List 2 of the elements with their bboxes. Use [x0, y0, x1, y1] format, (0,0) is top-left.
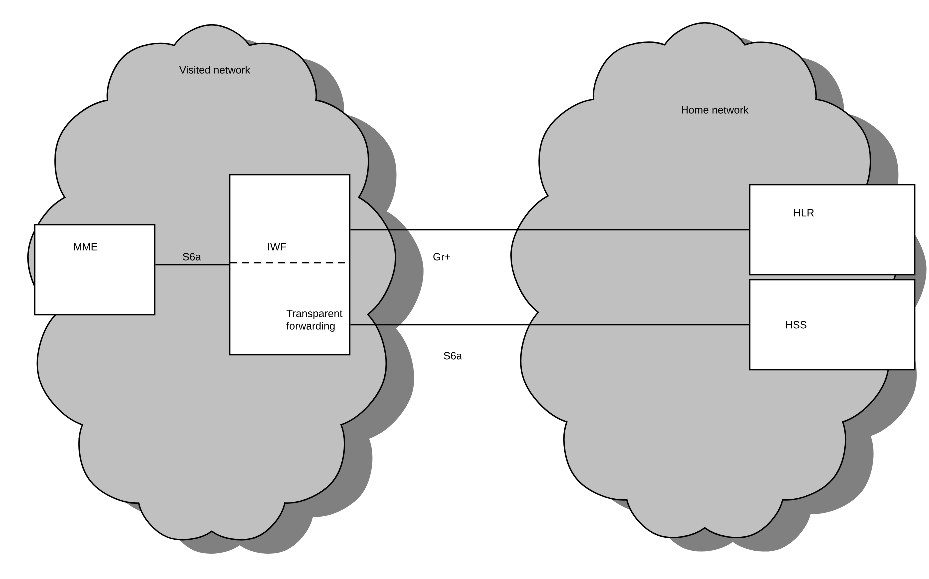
- edge-label: S6a: [442, 351, 464, 361]
- edge-label: Gr+: [432, 252, 452, 262]
